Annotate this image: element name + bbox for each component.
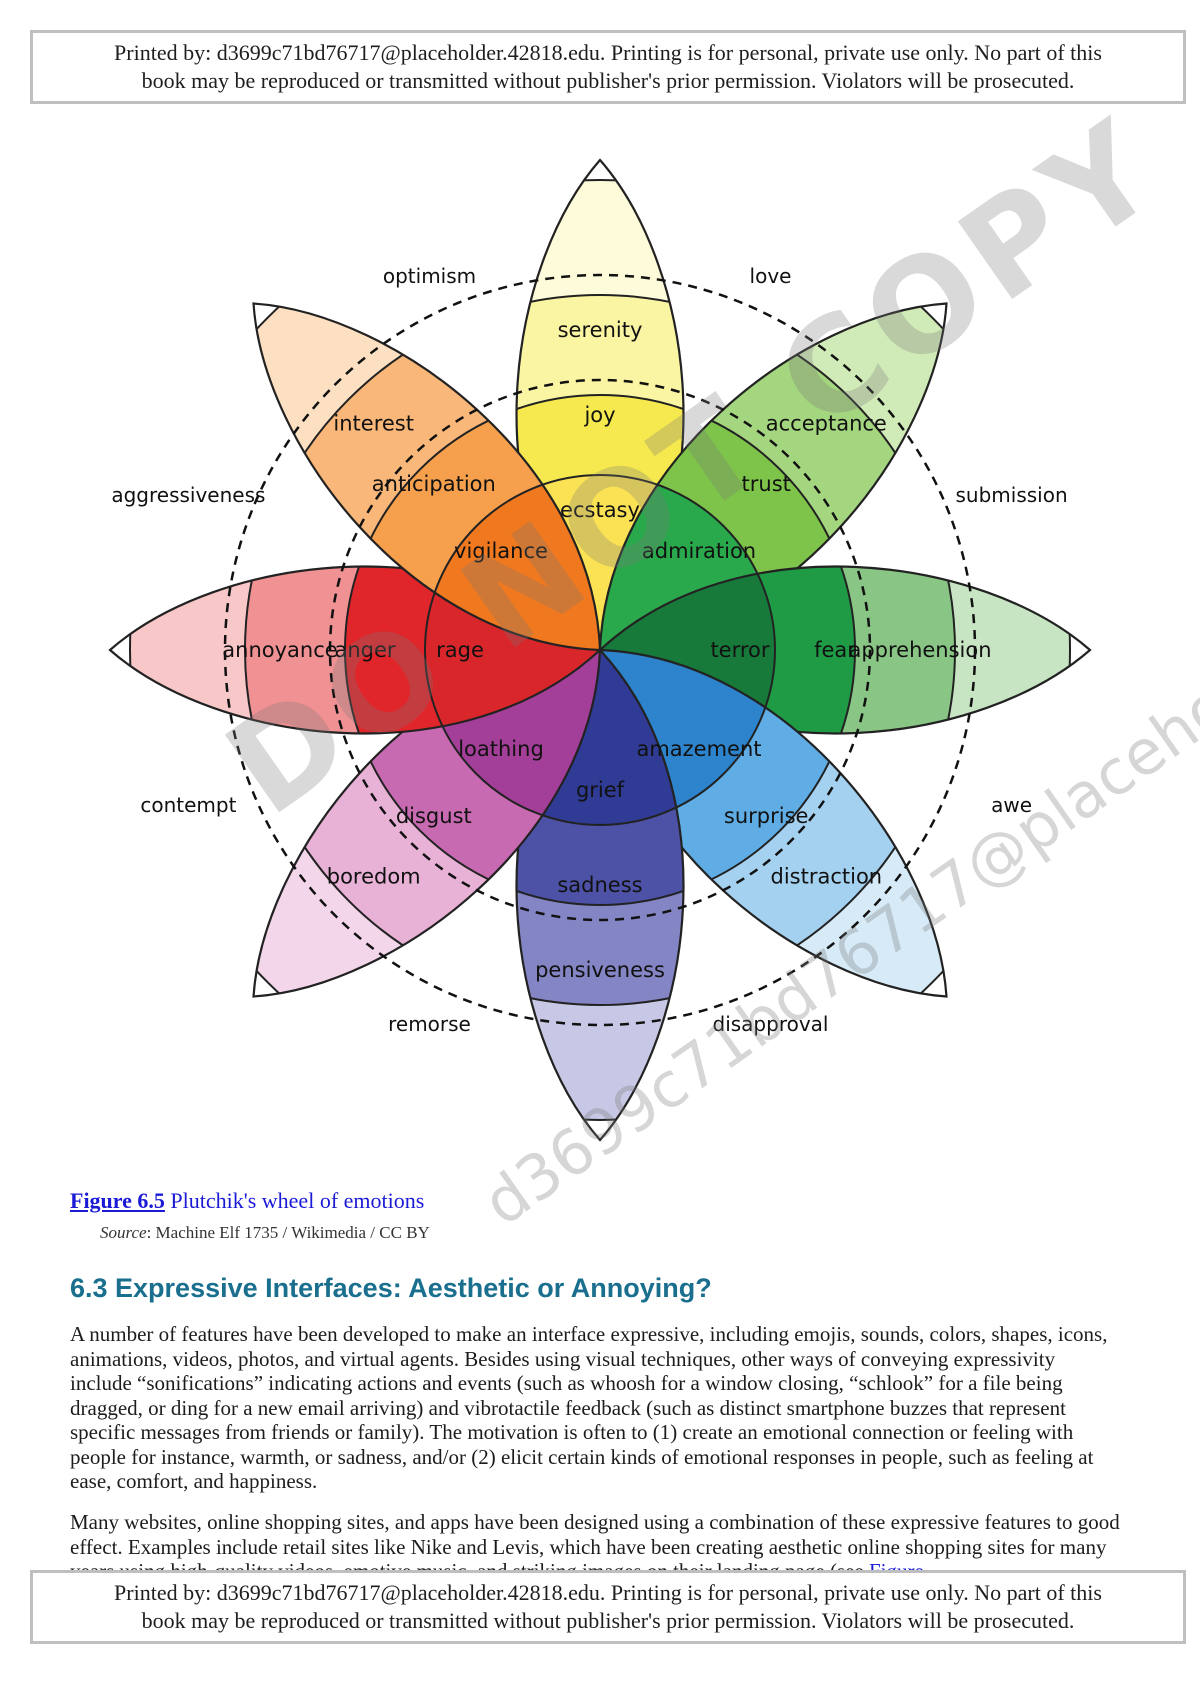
section-heading: 6.3 Expressive Interfaces: Aesthetic or … xyxy=(70,1273,712,1303)
dyad-label-submission: submission xyxy=(956,483,1068,507)
figure-source-text: : Machine Elf 1735 / Wikimedia / CC BY xyxy=(146,1223,430,1242)
emotion-labels: serenity joy ecstasy acceptance trust admirat… xyxy=(222,318,991,982)
print-notice-top: Printed by: d3699c71bd76717@placeholder.… xyxy=(30,30,1186,104)
dyad-ring-inner xyxy=(328,378,872,922)
petal-band xyxy=(344,566,600,734)
figure-caption: Figure 6.5 Plutchik's wheel of emotions xyxy=(70,1188,424,1214)
emotion-label-anticipation: anticipation xyxy=(372,472,496,496)
body-paragraph-1: A number of features have been developed… xyxy=(70,1322,1108,1493)
petal-band xyxy=(600,566,1071,734)
print-notice-line2: book may be reproduced or transmitted wi… xyxy=(141,1608,1075,1633)
emotion-label-joy: joy xyxy=(583,403,615,427)
emotion-label-grief: grief xyxy=(576,778,625,802)
petal-band xyxy=(600,566,956,734)
petal-band xyxy=(516,294,684,650)
petal-band xyxy=(516,474,684,650)
emotion-label-pensiveness: pensiveness xyxy=(535,958,665,982)
petal-band xyxy=(600,566,776,734)
emotion-label-trust: trust xyxy=(742,472,791,496)
emotion-label-fear: fear xyxy=(814,638,856,662)
print-notice-line1: Printed by: d3699c71bd76717@placeholder.… xyxy=(114,40,1102,65)
emotion-label-ecstasy: ecstasy xyxy=(560,498,640,522)
figure-source-label: Source xyxy=(100,1223,147,1242)
emotion-label-rage: rage xyxy=(436,638,484,662)
petal-outline xyxy=(252,302,602,652)
emotion-label-acceptance: acceptance xyxy=(766,412,887,436)
petal-band xyxy=(129,566,600,734)
emotion-label-admiration: admiration xyxy=(642,539,756,563)
emotion-label-amazement: amazement xyxy=(636,737,761,761)
emotion-label-annoyance: annoyance xyxy=(222,638,337,662)
emotion-label-terror: terror xyxy=(710,638,769,662)
petal-band xyxy=(516,179,684,650)
emotion-label-boredom: boredom xyxy=(327,864,421,888)
plutchik-wheel-figure: serenity joy ecstasy acceptance trust admirat… xyxy=(0,150,1200,1180)
petal-band xyxy=(516,650,684,906)
dyad-label-contempt: contempt xyxy=(140,793,236,817)
dyad-ring-outer xyxy=(223,273,977,1027)
dyad-label-disapproval: disapproval xyxy=(713,1012,829,1036)
petal-band xyxy=(516,650,684,1006)
emotion-label-disgust: disgust xyxy=(396,804,472,828)
dyad-label-remorse: remorse xyxy=(388,1012,471,1036)
petal-band xyxy=(244,566,600,734)
figure-caption-text: Plutchik's wheel of emotions xyxy=(170,1188,425,1213)
petal-band xyxy=(424,566,600,734)
emotion-label-sadness: sadness xyxy=(557,873,642,897)
dyad-label-optimism: optimism xyxy=(383,264,476,288)
print-notice-line2: book may be reproduced or transmitted wi… xyxy=(141,68,1075,93)
petal-band xyxy=(516,650,684,826)
plutchik-wheel-diagram: serenity joy ecstasy acceptance trust admirat… xyxy=(108,158,1092,1142)
emotion-label-apprehension: apprehension xyxy=(848,638,991,662)
petal-band xyxy=(600,566,856,734)
emotion-label-serenity: serenity xyxy=(558,318,643,342)
emotion-label-interest: interest xyxy=(333,412,414,436)
petal-band xyxy=(516,650,684,1121)
emotion-label-loathing: loathing xyxy=(458,737,544,761)
print-notice-line1: Printed by: d3699c71bd76717@placeholder.… xyxy=(114,1580,1102,1605)
dyad-label-love: love xyxy=(750,264,792,288)
figure-source: Source: Machine Elf 1735 / Wikimedia / C… xyxy=(100,1223,430,1243)
emotion-label-distraction: distraction xyxy=(770,864,882,888)
emotion-label-vigilance: vigilance xyxy=(454,539,548,563)
dyad-label-aggressiveness: aggressiveness xyxy=(111,483,265,507)
figure-number-link[interactable]: Figure 6.5 xyxy=(70,1188,165,1213)
emotion-label-surprise: surprise xyxy=(724,804,809,828)
print-notice-bottom: Printed by: d3699c71bd76717@placeholder.… xyxy=(30,1570,1186,1644)
emotion-petal-anticipation xyxy=(194,244,660,710)
dyad-label-awe: awe xyxy=(991,793,1032,817)
emotion-label-anger: anger xyxy=(334,638,395,662)
petal-band xyxy=(516,394,684,650)
